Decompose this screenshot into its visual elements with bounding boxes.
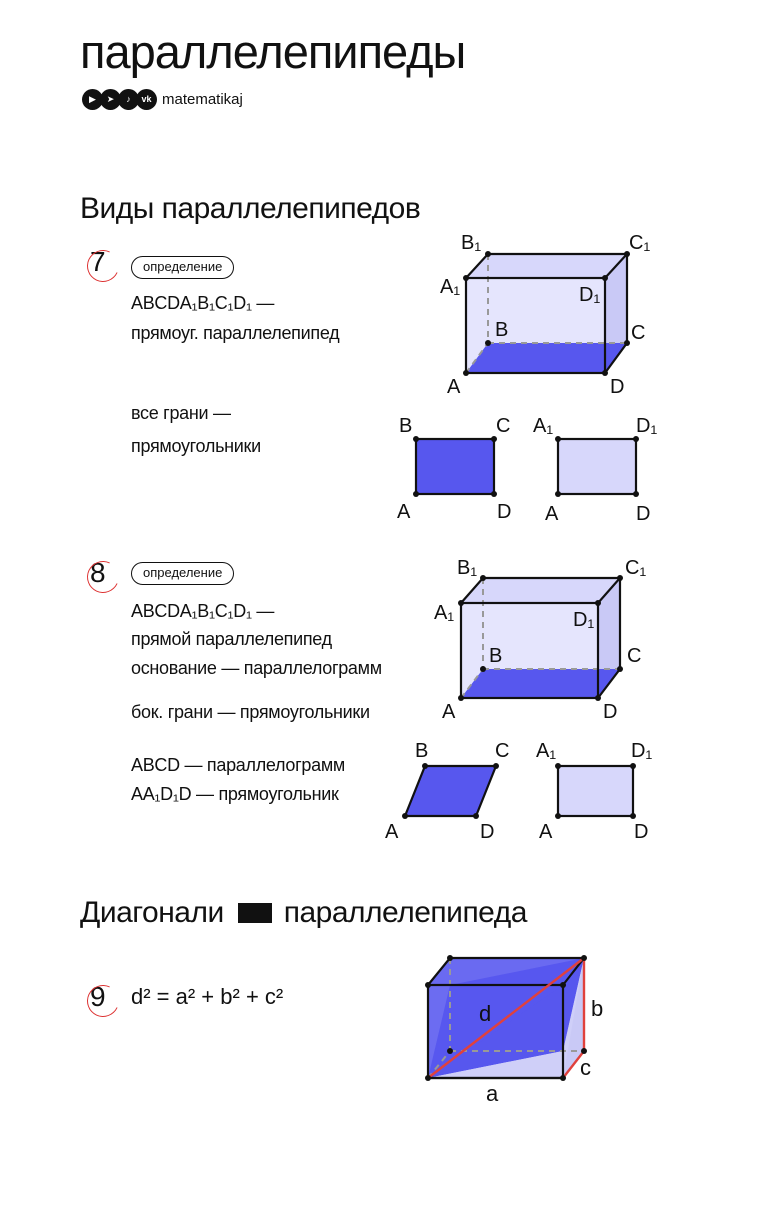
section-heading-types: Виды параллелепипедов [80,192,421,225]
label-D1: D₁ [636,415,657,437]
parallelogram-faces-figure: B C A D A₁ D₁ A D [385,740,652,843]
label-D: D [610,376,624,398]
label-A: A [447,376,461,398]
rect-faces-figure: B C A D A₁ D₁ A D [397,415,657,525]
label-C: C [496,415,510,437]
label-A1: A₁ [533,415,553,437]
label-C1: C₁ [625,557,646,579]
item7-line3: все грани — [131,403,231,423]
base-parallelogram-ABCD [403,764,498,818]
label-A1: A₁ [536,740,556,762]
label-A: A [442,701,456,723]
label-B: B [415,740,428,762]
side-rectangle-A1D1 [556,437,638,496]
label-C: C [627,645,641,667]
item-number-7: 7 [82,245,124,287]
edge-c [562,1050,585,1079]
box7-top-face [466,254,627,278]
diagonal-formula: d² = a² + b² + c² [131,984,284,1009]
label-A: A [385,821,399,843]
label-B: B [495,319,508,341]
brand-name: matematikaj [162,90,243,108]
label-d: d [479,1001,491,1026]
label-B: B [399,415,412,437]
box7-top-edges [465,252,630,279]
label-D: D [634,821,648,843]
item8-line1: ABCDA₁B₁C₁D₁ — [131,601,275,621]
item8-line3: основание — параллелограмм [131,658,382,678]
label-c: c [580,1055,591,1080]
label-b: b [591,996,603,1021]
youtube-icon[interactable]: ▶ [82,88,103,110]
label-D1: D₁ [579,284,600,306]
item8-line5: ABCD — параллелограмм [131,755,345,775]
black-square-mark [237,903,272,923]
label-B1: B₁ [461,232,481,254]
diagonal-d [427,957,585,1079]
label-C: C [631,322,645,344]
item7-line1: ABCDA₁B₁C₁D₁ — [131,293,275,313]
label-D: D [480,821,494,843]
label-C: C [495,740,509,762]
label-A: A [539,821,553,843]
right-box-figure: B₁ C₁ A₁ D₁ B C A D [434,557,646,723]
box7-base-face [466,343,627,373]
definition-badge: определение [131,562,235,585]
label-D: D [497,501,511,523]
label-A1: A₁ [440,276,460,298]
label-D1: D₁ [573,609,594,631]
tiktok-icon[interactable]: ♪ [118,88,139,110]
label-D1: D₁ [631,740,652,762]
box8-side-face [598,578,620,698]
label-A: A [397,501,411,523]
label-C1: C₁ [629,232,650,254]
label-D: D [636,503,650,525]
item-number-8: 8 [82,556,124,598]
label-a: a [486,1081,499,1106]
label-A1: A₁ [434,602,454,624]
side-rectangle-AA1D1D [556,764,635,818]
item-number-9: 9 [82,980,124,1022]
label-D: D [603,701,617,723]
section-heading-diagonals: Диагонали параллелепипеда [80,896,527,929]
label-B1: B₁ [457,557,477,579]
box8-base-face [461,669,620,698]
definition-badge: определение [131,256,235,279]
item8-line6: AA₁D₁D — прямоугольник [131,784,339,804]
item8-line4: бок. грани — прямоугольники [131,702,370,722]
label-A: A [545,503,559,525]
diagonal-box-figure: d b c a [425,955,603,1106]
telegram-icon[interactable]: ➤ [100,88,121,110]
vk-icon[interactable]: vk [136,88,157,110]
brand-row: ▶ ➤ ♪ vk matematikaj [82,86,243,112]
base-rectangle-ABCD [414,437,496,496]
page-title: параллелепипеды [80,25,466,78]
box7-front-edges [464,276,607,375]
label-B: B [489,645,502,667]
item7-line2: прямоуг. параллелепипед [131,323,340,343]
box8-top-face [461,578,620,603]
item8-line2: прямой параллелепипед [131,629,332,649]
item7-line4: прямоугольники [131,436,261,456]
rect-box-figure: B₁ C₁ A₁ D₁ B C A D [440,232,650,398]
